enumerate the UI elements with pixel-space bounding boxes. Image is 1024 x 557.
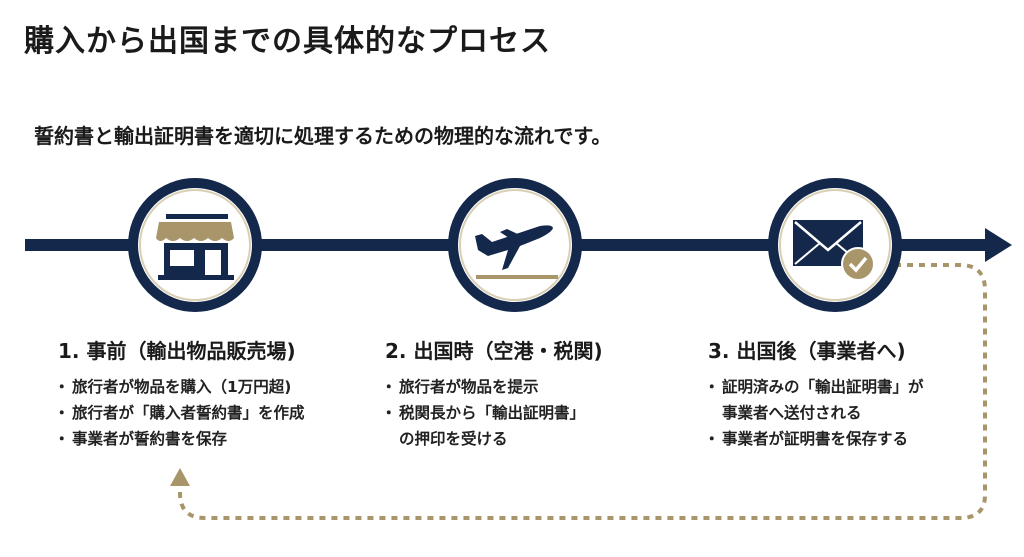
step-1: 1. 事前（輸出物品販売場) 旅行者が物品を購入（1万円超) 旅行者が「購入者誓… xyxy=(54,335,305,452)
page-title: 購入から出国までの具体的なプロセス xyxy=(24,24,551,59)
page-subtitle: 誓約書と輸出証明書を適切に処理するための物理的な流れです。 xyxy=(34,124,612,148)
step-bullet: 旅行者が「購入者誓約書」を作成 xyxy=(54,400,305,426)
step-heading: 2. 出国時（空港・税関) xyxy=(385,339,603,363)
airplane-takeoff-icon xyxy=(475,225,558,279)
timeline-arrowhead-icon xyxy=(985,228,1012,262)
step-bullet: の押印を受ける xyxy=(399,430,508,448)
step-heading: 3. 出国後（事業者へ) xyxy=(708,339,906,363)
step1-circle xyxy=(128,178,262,312)
store-icon xyxy=(156,214,234,280)
envelope-check-icon xyxy=(793,220,875,281)
return-arrowhead-icon xyxy=(170,468,190,486)
return-dashed-arrow xyxy=(178,263,987,520)
step-bullet: 旅行者が物品を提示 xyxy=(381,374,603,400)
step-bullet: 事業者へ送付される xyxy=(722,404,862,422)
step-bullet: 税関長から「輸出証明書」 xyxy=(381,400,603,426)
step2-circle xyxy=(448,178,582,312)
step-heading: 1. 事前（輸出物品販売場) xyxy=(58,339,296,363)
step3-circle xyxy=(768,178,902,312)
step-3: 3. 出国後（事業者へ) 証明済みの「輸出証明書」が 事業者へ送付される 事業者… xyxy=(704,335,924,452)
step-2: 2. 出国時（空港・税関) 旅行者が物品を提示 税関長から「輸出証明書」 の押印… xyxy=(381,335,603,452)
step-bullet: 旅行者が物品を購入（1万円超) xyxy=(54,374,305,400)
step-bullet: 証明済みの「輸出証明書」が xyxy=(704,374,924,400)
step-bullet: 事業者が誓約書を保存 xyxy=(54,426,305,452)
step-bullet: 事業者が証明書を保存する xyxy=(704,426,924,452)
